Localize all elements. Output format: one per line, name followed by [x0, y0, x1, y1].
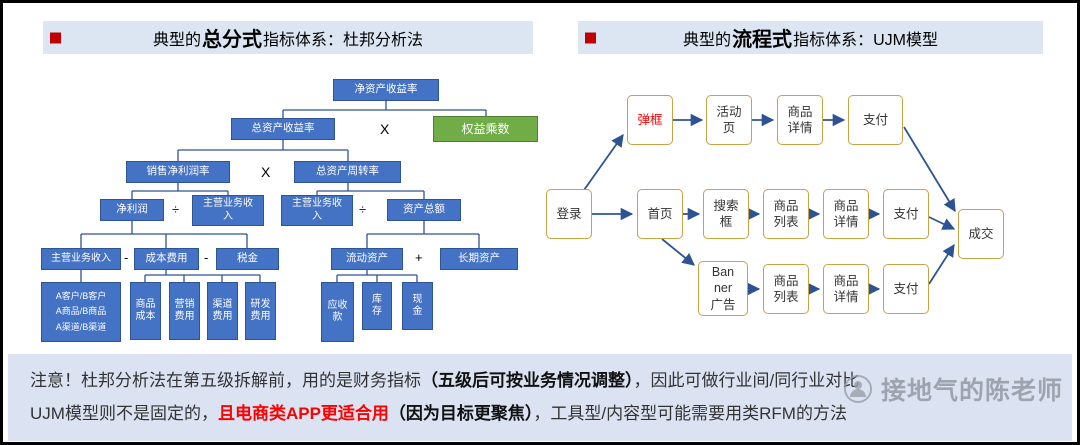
node-cost-expense: 成本费用 [134, 248, 199, 270]
node-roa: 总资产收益率 [231, 118, 335, 140]
node-main-revenue-l5: 主营业务收入 [41, 248, 121, 270]
node-current-assets: 流动资产 [331, 248, 403, 270]
flow-node-product-detail-row3: 商品 详情 [823, 264, 869, 314]
left-title-emphasis: 总分式 [202, 29, 262, 51]
right-title-prefix: 典型的 [683, 31, 732, 49]
left-title-prefix: 典型的 [152, 31, 201, 49]
note-line-1: 注意！杜邦分析法在第五级拆解前，用的是财务指标（五级后可按业务情况调整），因此可… [30, 364, 1050, 397]
node-net-profit: 净利润 [100, 199, 164, 221]
flow-node-pay-row3: 支付 [883, 264, 929, 314]
operator-divide-2: ÷ [359, 202, 367, 217]
flow-node-product-detail-row1: 商品 详情 [777, 95, 823, 145]
flow-node-product-list-row2: 商品 列表 [763, 189, 809, 239]
node-equity-multiplier: 权益乘数 [433, 116, 538, 142]
node-longterm-assets: 长期资产 [440, 248, 518, 270]
note-text-red-bold: 且电商类APP更适合用 [217, 404, 389, 423]
flow-node-home: 首页 [637, 189, 683, 239]
operator-multiply-1: X [380, 121, 390, 137]
operator-multiply-2: X [261, 164, 271, 180]
node-marketing-expense: 营销 费用 [169, 282, 200, 340]
chat-bubble-person-icon [844, 375, 872, 403]
left-title-suffix: 指标体系：杜邦分析法 [263, 31, 424, 49]
operator-divide-1: ÷ [172, 202, 180, 217]
note-text: UJM模型则不是固定的， [30, 404, 218, 423]
right-title-emphasis: 流程式 [732, 29, 793, 51]
node-roe: 净资产收益率 [333, 79, 439, 101]
note-text: ，工具型/内容型可能需要用类RFM的方法 [533, 404, 847, 423]
node-inventory: 库 存 [362, 282, 392, 330]
note-text-bold: （因为目标更聚焦） [388, 404, 534, 423]
node-cash: 现 金 [402, 282, 433, 330]
flow-node-pay-row1: 支付 [848, 95, 903, 145]
flow-node-product-list-row3: 商品 列表 [763, 264, 809, 314]
node-receivables: 应收 款 [321, 282, 354, 342]
flow-node-search-box: 搜索 框 [703, 189, 749, 239]
node-channel-expense: 渠道 费用 [207, 282, 238, 340]
node-product-cost: 商品 成本 [130, 282, 161, 340]
note-line-2: UJM模型则不是固定的，且电商类APP更适合用（因为目标更聚焦），工具型/内容型… [30, 397, 1050, 430]
flow-node-popup: 弹框 [627, 95, 673, 145]
right-panel-title: 典型的流程式指标体系：UJM模型 [578, 21, 1043, 54]
note-text: ，因此可做行业间/同行业对比 [633, 371, 860, 390]
node-tax: 税金 [216, 248, 279, 270]
node-asset-turnover: 总资产周转率 [294, 161, 401, 183]
watermark: 接地气的陈老师 [843, 371, 1063, 407]
red-square-marker-icon [50, 32, 61, 43]
red-square-marker-icon [585, 32, 596, 43]
node-segments: A客户/B客户 A商品/B商品 A渠道/B渠道 [41, 282, 121, 342]
flow-node-banner-ad: Ban ner 广告 [698, 261, 748, 316]
operator-minus-1: - [124, 250, 129, 265]
node-main-revenue-l4a: 主营业务收 入 [192, 195, 264, 226]
operator-minus-2: - [204, 250, 209, 265]
watermark-text: 接地气的陈老师 [881, 376, 1064, 405]
node-rd-expense: 研发 费用 [245, 282, 276, 340]
flow-node-pay-row2: 支付 [883, 189, 929, 239]
left-panel-title: 典型的总分式指标体系：杜邦分析法 [43, 21, 533, 54]
right-title-suffix: 指标体系：UJM模型 [793, 31, 938, 49]
node-net-profit-margin: 销售净利润率 [126, 161, 230, 183]
flow-node-product-detail-row2: 商品 详情 [823, 189, 869, 239]
flow-node-deal: 成交 [958, 209, 1004, 259]
flow-node-login: 登录 [546, 189, 592, 239]
operator-plus-1: + [415, 250, 423, 265]
note-text: 注意！杜邦分析法在第五级拆解前，用的是财务指标 [30, 371, 421, 390]
note-text-bold: （五级后可按业务情况调整） [421, 371, 634, 390]
node-main-revenue-l4b: 主营业务收 入 [281, 195, 353, 226]
node-total-assets: 资产总额 [387, 199, 461, 221]
flow-node-activity-page: 活动 页 [706, 95, 752, 145]
note-section: 注意！杜邦分析法在第五级拆解前，用的是财务指标（五级后可按业务情况调整），因此可… [8, 354, 1072, 441]
